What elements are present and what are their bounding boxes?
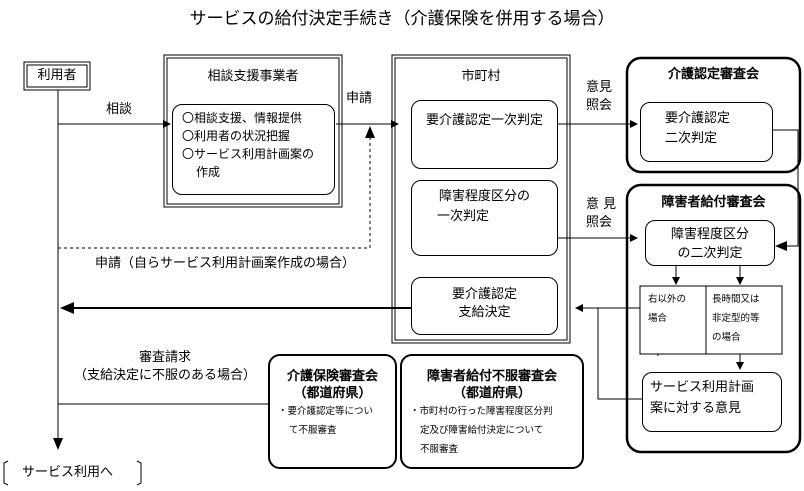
- care-board-frame: [625, 56, 802, 174]
- care-first-box: [411, 100, 558, 169]
- consultation-box: [172, 104, 335, 195]
- care-appeal-title-1: 介護保険審査会: [286, 369, 378, 384]
- care-appeal-title-2: （都道府県）: [293, 386, 372, 401]
- disability-appeal-body-3: 不服審査: [420, 444, 459, 455]
- opinion-line-2: 案に対する意見: [650, 401, 742, 416]
- care-first-label: 要介護認定一次判定: [425, 113, 543, 128]
- disability-second-line-1: 障害程度区分: [670, 227, 749, 242]
- user-box-inner: [26, 64, 88, 88]
- disability-appeal-body-2: 定及び障害給付決定について: [420, 425, 544, 436]
- opinion-return-line: [597, 308, 643, 400]
- care-support-line-1: 要介護認定: [451, 287, 517, 302]
- review-request-line-1: 審査請求: [138, 350, 191, 365]
- disability-appeal-title-1: 障害者給付不服審査会: [426, 369, 557, 384]
- disability-board-title: 障害者給付審査会: [661, 195, 766, 210]
- user-label: 利用者: [37, 68, 77, 83]
- care-second-line-1: 要介護認定: [665, 111, 731, 126]
- user-box-outer: [23, 61, 91, 91]
- municipality-frame-inner: [394, 57, 568, 341]
- care-board-title: 介護認定審査会: [667, 67, 759, 82]
- disability-appeal-body-1: ・市町村の行った障害程度区分判: [410, 406, 553, 417]
- disability-first-line-1: 障害程度区分の: [438, 189, 530, 204]
- disability-board-frame: [625, 183, 802, 454]
- consultation-frame-inner: [166, 57, 340, 205]
- care-second-box: [640, 102, 773, 162]
- consultation-item-1: 〇相談支援、情報提供: [182, 111, 303, 125]
- opinion-label-2b: 照会: [586, 215, 613, 230]
- disability-second-line-2: の二次判定: [677, 246, 743, 261]
- branch-other-line-2: 場合: [648, 313, 668, 324]
- disability-appeal-box: [400, 354, 584, 469]
- care-to-disability-line: [773, 129, 799, 247]
- apply-label: 申請: [346, 91, 373, 106]
- care-appeal-box: [268, 354, 397, 469]
- disability-first-line-2: 一次判定: [437, 209, 490, 224]
- service-bracket-right: [136, 460, 142, 486]
- diagram-title: サービスの給付決定手続き（介護保険を併用する場合）: [189, 9, 615, 29]
- opinion-label-1b: 照会: [586, 98, 613, 113]
- disability-second-box: [645, 220, 775, 266]
- opinion-label-2a: 意 見: [586, 197, 617, 212]
- care-to-disability-arrowhead: [775, 241, 787, 251]
- branch-table: [639, 285, 783, 355]
- consultation-item-2: 〇利用者の状況把握: [182, 129, 291, 143]
- opinion-box: [642, 372, 782, 432]
- branch-long-line-1: 長時間又は: [712, 294, 760, 305]
- service-bracket-left: [3, 460, 9, 486]
- self-apply-label: 申請（自らサービス利用計画案作成の場合）: [95, 256, 356, 271]
- opinion-label-1a: 意見: [586, 80, 613, 95]
- care-appeal-body-1: ・要介護認定等につい: [278, 406, 374, 417]
- care-appeal-body-2: て不服審査: [289, 425, 337, 436]
- opinion-line-1: サービス利用計画: [650, 380, 755, 395]
- to-service-arrowhead: [53, 438, 63, 450]
- review-request-line-2: （支給決定に不服のある場合）: [73, 368, 256, 383]
- self-apply-arrowhead: [365, 126, 375, 138]
- disability-appeal-title-2: （都道府県）: [452, 386, 531, 401]
- branch-long-line-3: の場合: [712, 332, 741, 343]
- consultation-item-3: 〇サービス利用計画案の: [182, 147, 315, 161]
- municipality-title: 市町村: [461, 69, 501, 84]
- branch-other-line-1: 右以外の: [648, 294, 687, 305]
- care-support-box: [411, 277, 558, 335]
- municipality-frame-outer: [391, 54, 571, 344]
- decision-arrowhead: [60, 302, 74, 314]
- consult-label: 相談: [106, 102, 133, 117]
- disability-first-box: [411, 180, 558, 256]
- care-support-line-2: 支給決定: [458, 305, 511, 320]
- branch-long-line-2: 非定型的等: [712, 313, 760, 324]
- care-second-line-2: 二次判定: [665, 131, 718, 146]
- self-apply-dashed: [58, 130, 371, 249]
- consultation-title: 相談支援事業者: [207, 69, 299, 84]
- consultation-frame-outer: [163, 54, 343, 208]
- to-service-label: サービス利用へ: [22, 465, 114, 480]
- consultation-item-4: 作成: [196, 165, 221, 179]
